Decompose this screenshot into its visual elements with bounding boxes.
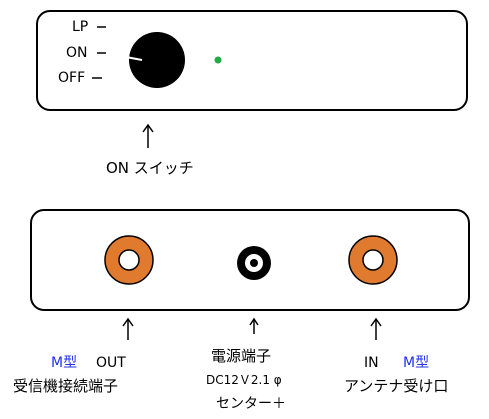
out-label: OUT <box>96 355 126 371</box>
power-jack-icon <box>237 246 271 280</box>
in-desc: アンテナ受け口 <box>344 377 449 395</box>
indicator-led <box>214 56 222 64</box>
switch-label-off: OFF <box>58 70 86 86</box>
switch-label-on: ON <box>66 45 88 61</box>
rotary-switch-knob <box>129 32 185 88</box>
in-type-label: M型 <box>403 355 430 371</box>
power-polarity: センター＋ <box>216 396 286 412</box>
out-desc: 受信機接続端子 <box>13 377 119 395</box>
out-connector-icon <box>104 235 154 285</box>
switch-label-lp: LP <box>72 19 89 35</box>
in-arrow-icon <box>370 317 382 327</box>
out-arrow-icon <box>122 317 134 327</box>
power-title: 電源端子 <box>211 347 272 365</box>
knob-pointer <box>125 56 143 61</box>
in-label: IN <box>364 355 379 371</box>
switch-arrow-icon <box>142 123 154 133</box>
switch-panel <box>36 10 468 111</box>
out-type-label: M型 <box>51 355 78 371</box>
in-connector-icon <box>348 235 398 285</box>
switch-caption: ON スイッチ <box>106 159 194 177</box>
power-spec: DC12Ｖ2.1 φ <box>206 373 282 387</box>
power-arrow-icon <box>249 317 259 326</box>
